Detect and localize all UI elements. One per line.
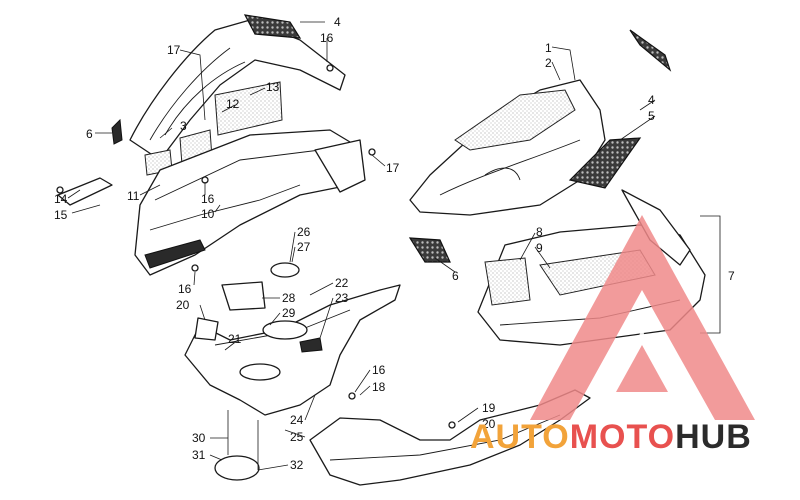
callout-4b: 4 — [648, 93, 655, 107]
callout-21: 21 — [228, 332, 242, 346]
callout-15: 15 — [54, 208, 68, 222]
callout-1: 1 — [545, 41, 552, 55]
callout-32: 32 — [290, 458, 304, 472]
callout-13: 13 — [266, 80, 280, 94]
callout-25: 25 — [290, 430, 304, 444]
decal-1 — [454, 89, 576, 151]
callout-3: 3 — [180, 119, 187, 133]
callout-4a: 4 — [334, 15, 341, 29]
callout-22: 22 — [335, 276, 349, 290]
callout-9: 9 — [536, 241, 543, 255]
decal-8 — [484, 257, 531, 306]
callout-23: 23 — [335, 291, 349, 305]
leader-lines — [67, 21, 656, 471]
screw-16b — [191, 264, 199, 272]
grommet-28 — [262, 320, 308, 340]
callout-16b: 16 — [201, 192, 215, 206]
callout-6b: 6 — [452, 269, 459, 283]
grommet-31 — [214, 455, 260, 481]
grommet-26 — [270, 262, 300, 278]
callout-14: 14 — [54, 192, 68, 206]
callout-2: 2 — [545, 56, 552, 70]
screw-14 — [56, 186, 64, 194]
callout-7: 7 — [728, 269, 735, 283]
callout-16c: 16 — [178, 282, 192, 296]
screw-16c — [326, 64, 334, 72]
pad-22 — [221, 281, 266, 311]
callout-31: 31 — [192, 448, 206, 462]
callout-29: 29 — [282, 306, 296, 320]
vent-mesh-6 — [408, 237, 451, 263]
callout-20a: 20 — [482, 417, 496, 431]
callout-labels: 1 2 3 4 4 5 6 6 7 8 9 10 11 12 13 14 15 … — [54, 15, 735, 472]
callout-8: 8 — [536, 225, 543, 239]
side-bracket — [314, 139, 366, 193]
vent-mesh-4 — [629, 29, 672, 72]
callout-19: 19 — [482, 401, 496, 415]
callout-10: 10 — [201, 207, 215, 221]
callout-16d: 16 — [372, 363, 386, 377]
upper-vent-mesh — [243, 14, 302, 39]
callout-17a: 17 — [167, 43, 181, 57]
callout-5: 5 — [648, 109, 655, 123]
watermark-moto: MOTO — [570, 418, 675, 456]
watermark-auto: AUTO — [470, 418, 570, 456]
callout-24: 24 — [290, 413, 304, 427]
callout-28: 28 — [282, 291, 296, 305]
callout-6a: 6 — [86, 127, 93, 141]
lower-hood-tray — [56, 64, 376, 276]
callout-11: 11 — [127, 189, 140, 203]
screw-17b — [368, 148, 376, 156]
callout-18: 18 — [372, 380, 386, 394]
callout-16a: 16 — [320, 31, 334, 45]
watermark-logo — [530, 215, 755, 420]
vent-mesh-5 — [568, 137, 642, 189]
callout-20b: 20 — [176, 298, 190, 312]
callout-26: 26 — [297, 225, 311, 239]
bracket-20 — [194, 317, 219, 341]
watermark-text: AUTOMOTOHUB — [470, 418, 752, 456]
decal-13 — [214, 81, 283, 136]
callout-27: 27 — [297, 240, 311, 254]
watermark-triangle-icon — [530, 215, 755, 420]
inner-panel-assembly — [184, 262, 591, 486]
callout-30: 30 — [192, 431, 206, 445]
side-panel-assembly — [408, 29, 672, 263]
grommet-29 — [239, 363, 281, 381]
callout-17b: 17 — [386, 161, 400, 175]
watermark-hub: HUB — [675, 418, 752, 456]
bracket-15 — [57, 177, 113, 206]
callout-12: 12 — [226, 97, 240, 111]
clip-6 — [111, 118, 123, 145]
